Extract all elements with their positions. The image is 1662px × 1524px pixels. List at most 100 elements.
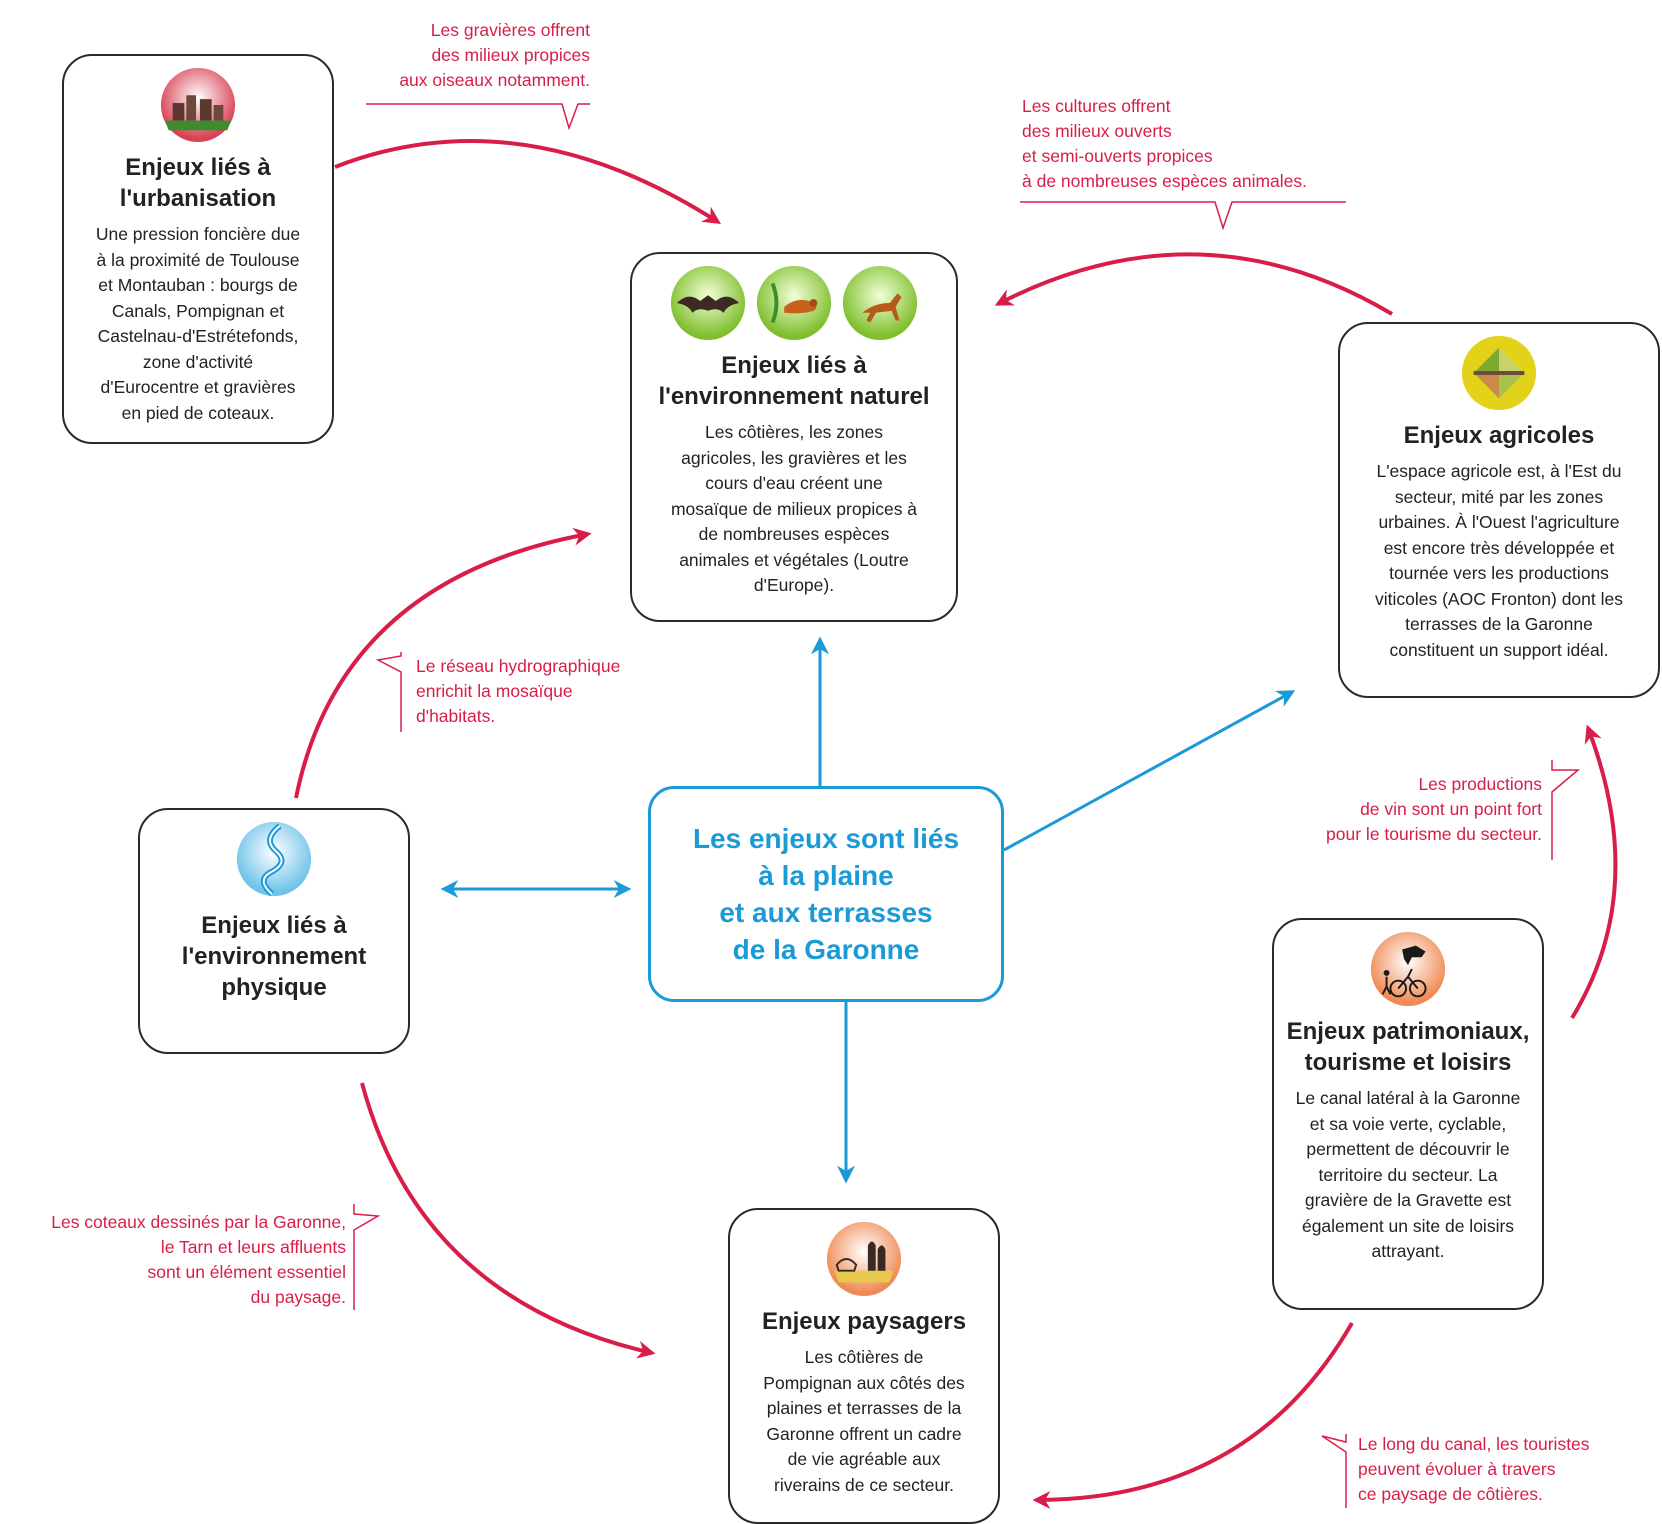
note-callout-cultures xyxy=(1020,201,1346,231)
box-environnement-physique: Enjeux liés à l'environnement physique xyxy=(138,808,410,1054)
patrimoniaux-desc-line: attrayant. xyxy=(1371,1241,1445,1261)
landscape-icon xyxy=(826,1221,902,1297)
urban-landscape-icon xyxy=(160,67,236,143)
note-coteaux-line: Les coteaux dessinés par la Garonne, xyxy=(51,1212,346,1232)
deer-icon xyxy=(842,265,918,341)
naturel-desc-line: d'Europe). xyxy=(753,575,835,595)
note-canal: Le long du canal, les touristes peuvent … xyxy=(1358,1432,1648,1507)
paysagers-desc-line: plaines et terrasses de la xyxy=(766,1398,962,1418)
physique-title-line: Enjeux liés à xyxy=(201,912,347,939)
urbanisation-desc-line: zone d'activité xyxy=(142,351,254,372)
urbanisation-desc-line: Castelnau-d'Estrétefonds, xyxy=(97,326,299,346)
patrimoniaux-desc-line: permettent de découvrir le xyxy=(1306,1139,1510,1159)
note-vin-line: Les productions xyxy=(1418,774,1542,794)
naturel-title-line: l'environnement naturel xyxy=(658,383,930,410)
patrimoniaux-desc-line: gravière de la Gravette est xyxy=(1304,1190,1512,1210)
note-vin-line: pour le tourisme du secteur. xyxy=(1326,824,1542,844)
agricoles-desc-line: urbaines. À l'Ouest l'agriculture xyxy=(1378,512,1620,532)
arrow-physique-to-paysagers xyxy=(360,1082,656,1359)
note-gravieres: Les gravières offrent des milieux propic… xyxy=(370,18,590,93)
central-theme-line: et aux terrasses xyxy=(719,897,933,928)
naturel-desc-line: animales et végétales (Loutre xyxy=(679,549,909,570)
note-vin: Les productions de vin sont un point for… xyxy=(1280,772,1542,847)
agricoles-desc-line: viticoles (AOC Fronton) dont les xyxy=(1374,588,1623,609)
agricoles-desc-line: secteur, mité par les zones xyxy=(1394,486,1604,507)
otter-icon xyxy=(756,265,832,341)
naturel-desc-line: Les côtières, les zones xyxy=(704,422,883,442)
urbanisation-desc-line: et Montauban : bourgs de xyxy=(98,275,298,295)
arrow-urbanisation-to-naturel xyxy=(334,139,722,224)
box-paysagers: Enjeux paysagers Les côtières de Pompign… xyxy=(728,1208,1000,1524)
box-urbanisation: Enjeux liés à l'urbanisation Une pressio… xyxy=(62,54,334,444)
note-cultures-line: des milieux ouverts xyxy=(1022,121,1172,141)
note-reseau-line: Le réseau hydrographique xyxy=(416,656,621,676)
patrimoniaux-desc-line: territoire du secteur. La xyxy=(1318,1164,1498,1185)
paysagers-desc-line: Les côtières de xyxy=(804,1347,924,1367)
urbanisation-desc-line: Canals, Pompignan et xyxy=(111,300,285,321)
box-patrimoniaux: Enjeux patrimoniaux, tourisme et loisirs… xyxy=(1272,918,1544,1310)
naturel-desc-line: mosaïque de milieux propices à xyxy=(670,498,918,519)
note-gravieres-line: Les gravières offrent xyxy=(430,20,590,40)
urbanisation-title-line: l'urbanisation xyxy=(119,185,277,212)
agricoles-desc-line: est encore très développée et xyxy=(1383,537,1615,558)
note-coteaux: Les coteaux dessinés par la Garonne, le … xyxy=(10,1210,346,1310)
note-gravieres-line: des milieux propices xyxy=(431,45,590,65)
patrimoniaux-title-line: tourisme et loisirs xyxy=(1304,1049,1512,1076)
leisure-icon xyxy=(1370,931,1446,1007)
note-callout-gravieres xyxy=(366,103,590,131)
arrow-patrimoniaux-to-paysagers xyxy=(1032,1322,1354,1509)
arrow-agricoles-to-naturel xyxy=(994,252,1394,316)
central-theme-box: Les enjeux sont liés à la plaine et aux … xyxy=(648,786,1004,1002)
note-canal-line: peuvent évoluer à travers xyxy=(1358,1459,1556,1479)
naturel-title-line: Enjeux liés à xyxy=(721,352,867,379)
note-callout-coteaux xyxy=(353,1204,381,1310)
note-cultures: Les cultures offrent des milieux ouverts… xyxy=(1022,94,1352,194)
note-cultures-line: Les cultures offrent xyxy=(1022,96,1171,116)
agricoles-desc-line: terrasses de la Garonne xyxy=(1405,614,1593,634)
urbanisation-desc-line: d'Eurocentre et gravières xyxy=(100,377,296,397)
naturel-desc-line: agricoles, les gravières et les xyxy=(681,447,907,468)
note-cultures-line: et semi-ouverts propices xyxy=(1022,146,1213,166)
physique-title-line: physique xyxy=(221,974,327,1001)
box-agricoles: Enjeux agricoles L'espace agricole est, … xyxy=(1338,322,1660,698)
agricoles-desc-line: tournée vers les productions xyxy=(1389,563,1609,583)
arrow-center-to-agricoles xyxy=(1003,690,1296,852)
paysagers-desc-line: riverains de ce secteur. xyxy=(774,1474,954,1495)
note-vin-line: de vin sont un point fort xyxy=(1360,799,1542,819)
agricoles-title-line: Enjeux agricoles xyxy=(1403,422,1595,449)
box-environnement-naturel: Enjeux liés à l'environnement naturel Le… xyxy=(630,252,958,622)
river-icon xyxy=(236,821,312,897)
agricoles-desc-line: L'espace agricole est, à l'Est du xyxy=(1376,461,1622,481)
arrow-patrimoniaux-to-agricoles xyxy=(1570,724,1618,1020)
note-reseau-line: d'habitats. xyxy=(416,706,496,726)
urbanisation-desc-line: à la proximité de Toulouse xyxy=(96,249,300,270)
note-callout-canal xyxy=(1321,1434,1347,1508)
note-callout-reseau xyxy=(375,652,402,732)
patrimoniaux-desc-line: également un site de loisirs xyxy=(1301,1215,1515,1236)
note-reseau-line: enrichit la mosaïque xyxy=(416,681,573,701)
paysagers-title-line: Enjeux paysagers xyxy=(761,1308,967,1335)
urbanisation-desc-line: Une pression foncière due xyxy=(95,224,301,244)
paysagers-desc-line: Pompignan aux côtés des xyxy=(763,1372,965,1393)
patrimoniaux-title-line: Enjeux patrimoniaux, xyxy=(1286,1018,1530,1045)
paysagers-desc-line: de vie agréable aux xyxy=(787,1449,941,1469)
central-theme-line: de la Garonne xyxy=(732,934,920,965)
urbanisation-title-line: Enjeux liés à xyxy=(125,154,271,181)
bat-icon xyxy=(670,265,746,341)
note-gravieres-line: aux oiseaux notamment. xyxy=(399,70,590,90)
central-theme-line: Les enjeux sont liés xyxy=(692,823,960,854)
urbanisation-desc-line: en pied de coteaux. xyxy=(121,402,275,423)
naturel-desc-line: de nombreuses espèces xyxy=(698,524,890,544)
central-theme-line: à la plaine xyxy=(758,860,894,891)
agricoles-desc-line: constituent un support idéal. xyxy=(1389,639,1609,660)
note-cultures-line: à de nombreuses espèces animales. xyxy=(1022,171,1308,191)
note-reseau: Le réseau hydrographique enrichit la mos… xyxy=(416,654,666,729)
patrimoniaux-desc-line: Le canal latéral à la Garonne xyxy=(1295,1088,1521,1108)
note-canal-line: Le long du canal, les touristes xyxy=(1358,1434,1590,1454)
naturel-desc-line: cours d'eau créent une xyxy=(705,473,883,493)
note-coteaux-line: du paysage. xyxy=(250,1287,346,1307)
note-coteaux-line: sont un élément essentiel xyxy=(147,1262,346,1282)
fields-icon xyxy=(1461,335,1537,411)
paysagers-desc-line: Garonne offrent un cadre xyxy=(766,1423,962,1444)
